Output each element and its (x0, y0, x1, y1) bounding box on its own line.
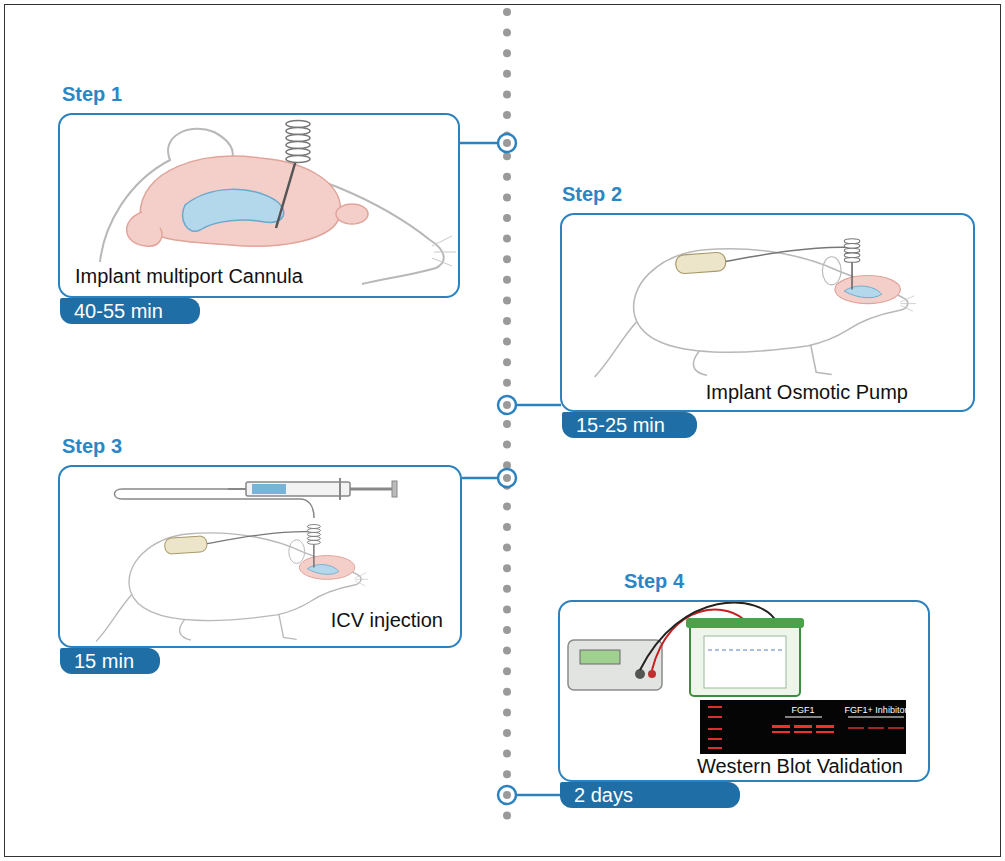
timeline-dot (503, 502, 511, 510)
timeline-dot (503, 49, 511, 57)
timeline-dot (503, 647, 511, 655)
duration-label: 15-25 min (562, 413, 675, 437)
timeline (460, 8, 561, 819)
gel-lane-label: FGF1+ Inhibitor (845, 705, 908, 716)
timeline-marker (498, 469, 516, 487)
timeline-dot (503, 708, 511, 716)
timeline-dot (503, 338, 511, 346)
timeline-dot (503, 729, 511, 737)
step-box: Step 1Implant multiport Cannula (58, 113, 460, 298)
timeline-marker (498, 396, 516, 414)
electrophoresis-setup (568, 602, 804, 696)
timeline-dot (503, 791, 511, 799)
duration-label: 15 min (60, 649, 144, 673)
timeline-dot (503, 70, 511, 78)
step-heading: Step 4 (624, 569, 684, 593)
step-description: Implant Osmotic Pump (703, 381, 911, 404)
duration-label: 2 days (560, 783, 643, 807)
step-box: Step 2Implant Osmotic Pump (560, 213, 975, 412)
step-box: Step 4Western Blot Validation (558, 600, 930, 782)
timeline-dot (503, 173, 511, 181)
timeline-dot (503, 770, 511, 778)
timeline-dot (503, 750, 511, 758)
timeline-dot (503, 564, 511, 572)
duration-tab: 40-55 min (60, 298, 200, 324)
timeline-dot (503, 111, 511, 119)
timeline-dot (503, 255, 511, 263)
timeline-dot (503, 317, 511, 325)
timeline-dot (503, 420, 511, 428)
step-description: ICV injection (328, 609, 446, 632)
timeline-dot (503, 544, 511, 552)
step-description: Implant multiport Cannula (72, 265, 306, 288)
duration-tab: 2 days (560, 782, 740, 808)
timeline-dot (503, 8, 511, 16)
timeline-marker (498, 786, 516, 804)
timeline-dot (503, 441, 511, 449)
timeline-dot (503, 152, 511, 160)
timeline-dot (503, 585, 511, 593)
timeline-dot (503, 688, 511, 696)
timeline-dot (503, 139, 511, 147)
timeline-dot (503, 214, 511, 222)
timeline-dot (503, 276, 511, 284)
syringe (115, 478, 398, 518)
timeline-dot (503, 474, 511, 482)
duration-tab: 15-25 min (562, 412, 697, 438)
timeline-dot (503, 90, 511, 98)
timeline-dot (503, 401, 511, 409)
timeline-dot (503, 358, 511, 366)
timeline-dot (503, 811, 511, 819)
timeline-dot (503, 667, 511, 675)
timeline-dot (503, 626, 511, 634)
gel-lane-label: FGF1 (791, 705, 814, 716)
frame (5, 5, 1001, 857)
timeline-marker (498, 134, 516, 152)
leader-line (516, 794, 561, 797)
timeline-dot (503, 235, 511, 243)
timeline-dot (503, 379, 511, 387)
mouse-head (100, 121, 456, 285)
step-box: Step 3ICV injection (58, 465, 462, 648)
step-description: Western Blot Validation (694, 755, 906, 778)
timeline-dot (503, 523, 511, 531)
duration-label: 40-55 min (60, 299, 173, 323)
step-heading: Step 3 (62, 434, 122, 458)
step-heading: Step 1 (62, 82, 122, 106)
duration-tab: 15 min (60, 648, 160, 674)
leader-line (516, 404, 561, 407)
timeline-dot (503, 296, 511, 304)
timeline-dot (503, 193, 511, 201)
timeline-dot (503, 605, 511, 613)
mouse-with-pump (595, 239, 916, 377)
step-heading: Step 2 (562, 182, 622, 206)
leader-line (460, 142, 498, 145)
leader-line (462, 477, 498, 480)
timeline-dot (503, 29, 511, 37)
